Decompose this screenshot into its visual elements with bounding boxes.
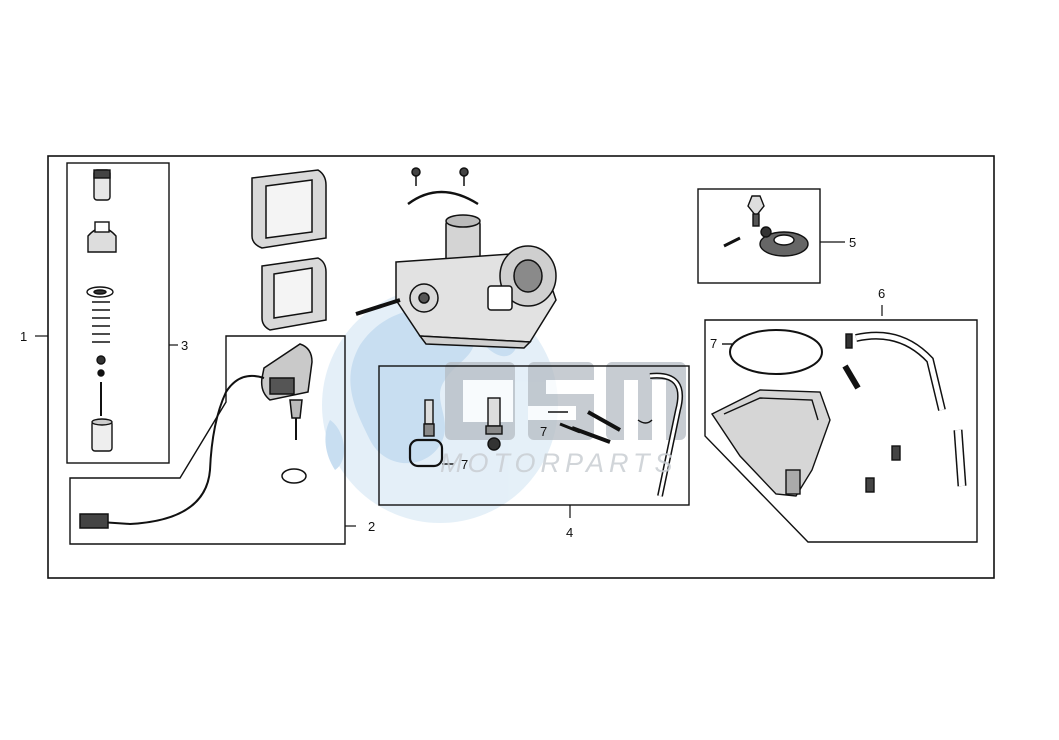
- group-3-box: [66, 162, 170, 464]
- callout-3: 3: [181, 338, 189, 353]
- main-frame: [47, 155, 995, 579]
- callout-6: 6: [878, 286, 886, 301]
- callout-1: 1: [20, 329, 28, 344]
- callout-7-gasket: 7: [461, 457, 469, 472]
- watermark-tagline: MOTORPARTS: [440, 448, 678, 478]
- group-6-box: [704, 319, 978, 543]
- callout-7-float: 7: [710, 336, 718, 351]
- float-chamber-parts: [710, 329, 967, 497]
- slide-parts: [86, 169, 117, 452]
- callout-2: 2: [368, 519, 376, 534]
- top-cover-part: [251, 169, 327, 331]
- callout-7-jet: 7: [540, 424, 548, 439]
- group-4-box: [378, 365, 690, 506]
- throttle-stop-parts: [723, 195, 809, 257]
- watermark-logo: [445, 362, 686, 440]
- group-5-box: [697, 188, 821, 284]
- auto-choke: [79, 343, 313, 529]
- callout-4: 4: [566, 525, 574, 540]
- carburetor-body: [355, 167, 557, 349]
- jet-parts: [408, 372, 684, 497]
- callout-5: 5: [849, 235, 857, 250]
